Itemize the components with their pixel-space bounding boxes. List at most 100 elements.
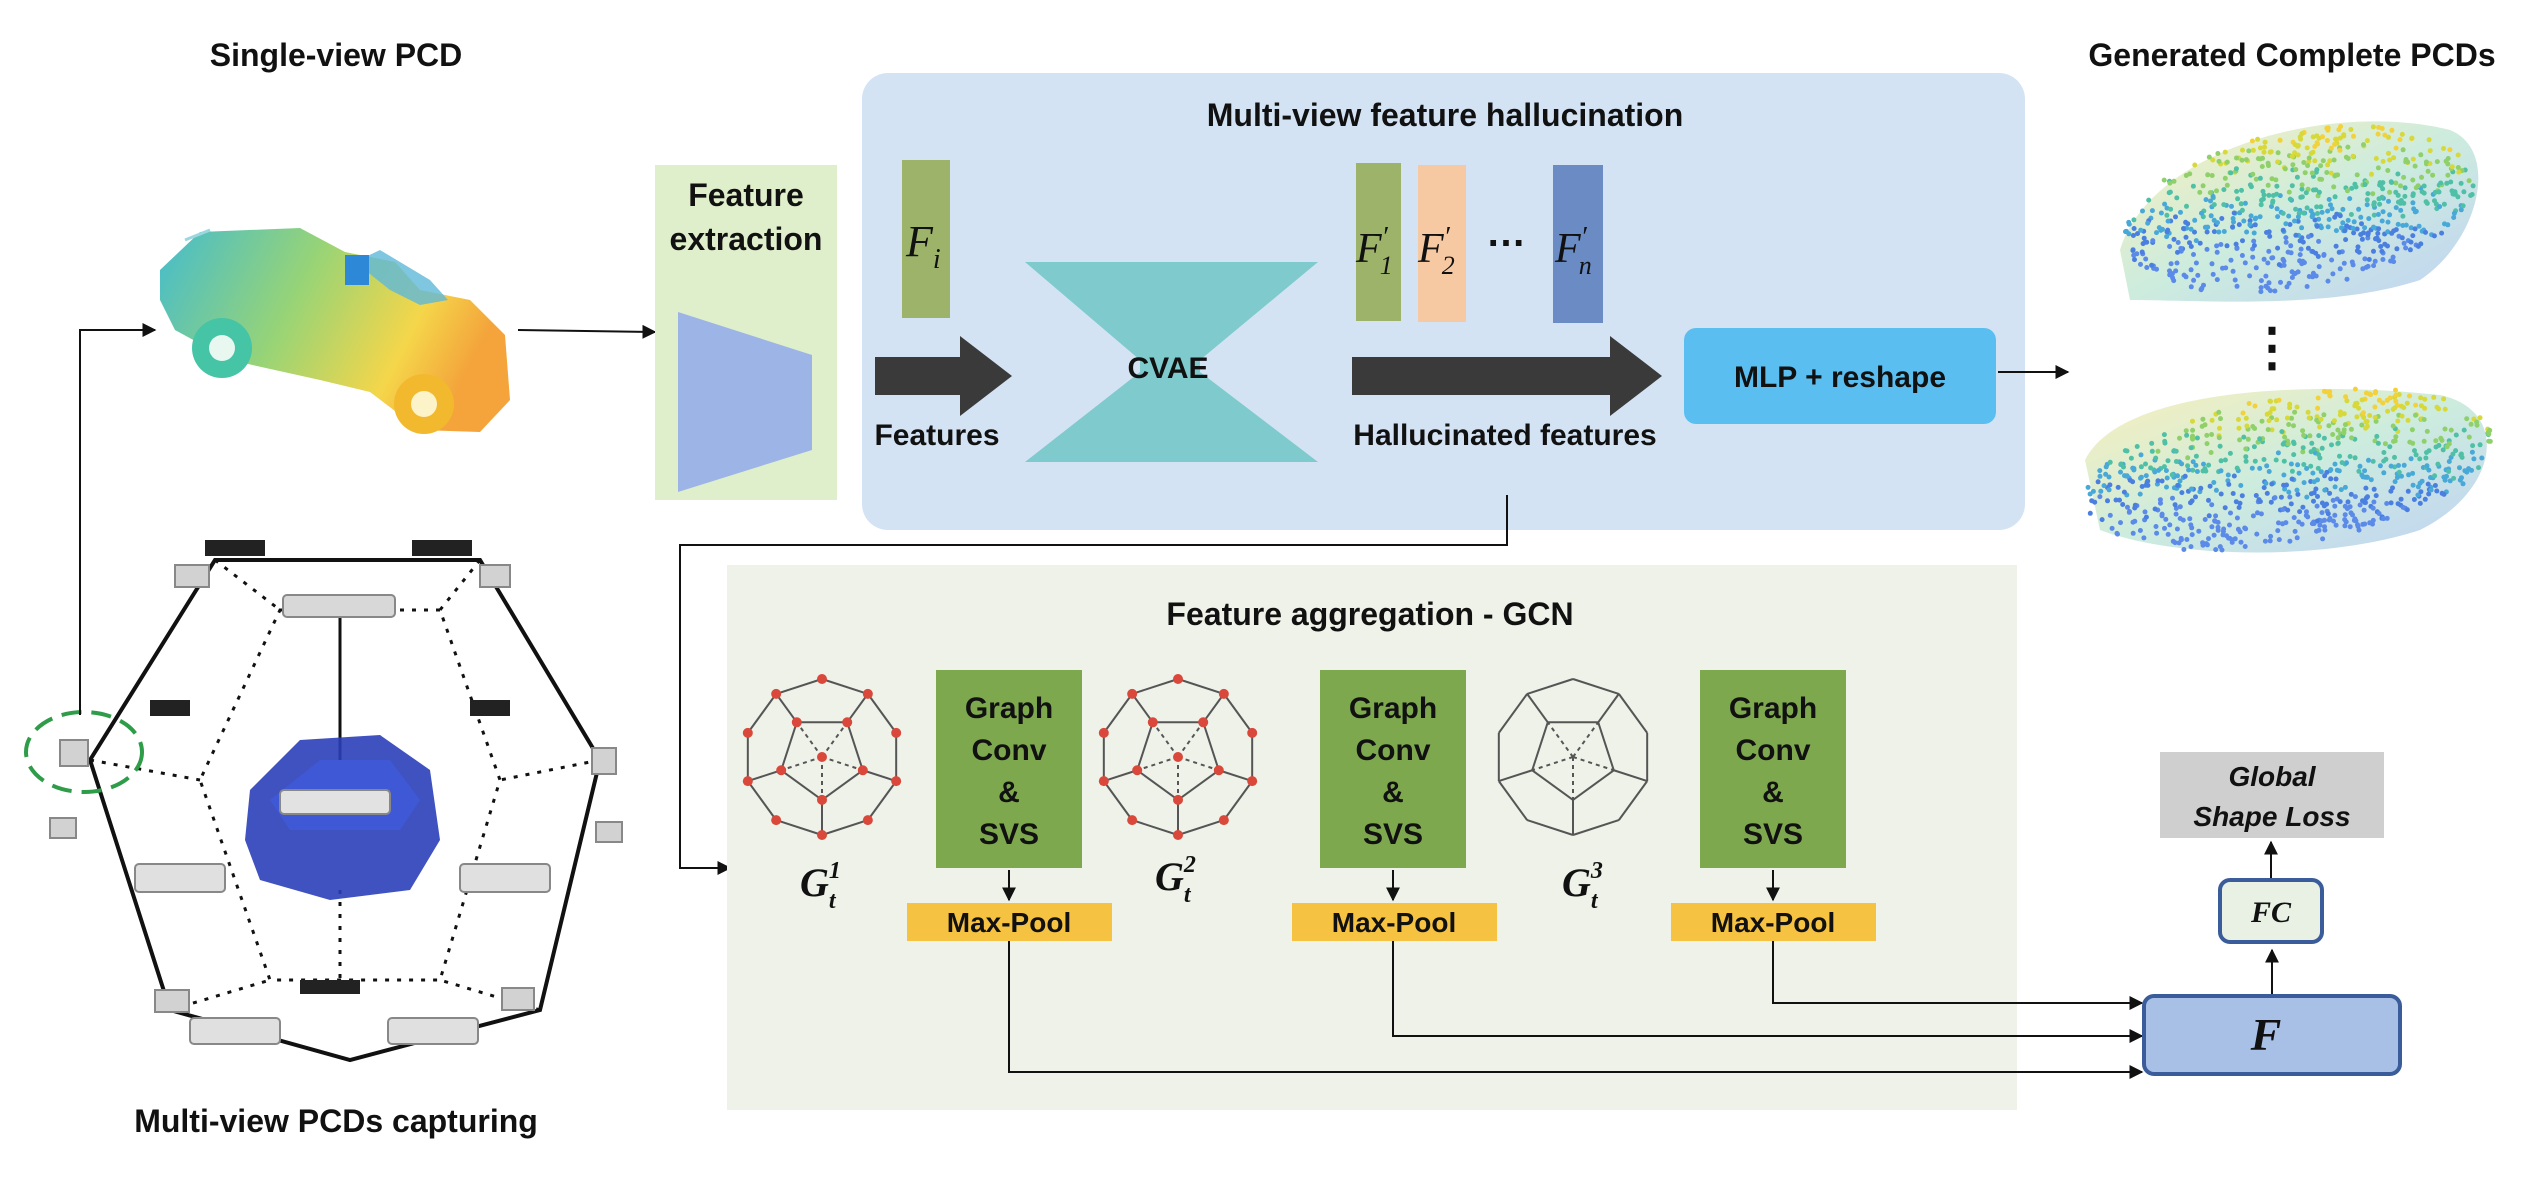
pointcloud-dot: [2342, 422, 2348, 428]
pointcloud-dot: [2421, 438, 2427, 444]
pointcloud-dot: [2340, 206, 2346, 212]
graph-edge: [846, 721, 864, 771]
graph-edge: [1531, 769, 1574, 801]
pointcloud-dot: [2145, 220, 2151, 226]
pointcloud-dot: [2289, 275, 2295, 280]
pointcloud-dot: [2408, 239, 2414, 245]
pointcloud-dot: [2283, 221, 2289, 227]
pointcloud-dot: [2220, 265, 2225, 271]
pointcloud-dot: [2132, 502, 2138, 508]
pointcloud-dot: [2322, 487, 2328, 493]
pointcloud-dot: [2277, 137, 2283, 143]
pointcloud-dot: [2145, 482, 2151, 488]
pointcloud-dot: [2342, 484, 2348, 490]
pointcloud-dot: [2322, 524, 2327, 530]
pointcloud-dot: [2427, 148, 2433, 154]
pointcloud-dot: [2300, 449, 2306, 455]
pointcloud-dot: [2287, 538, 2293, 544]
pointcloud-dot: [2221, 187, 2227, 193]
graph-edge: [1103, 693, 1133, 734]
pointcloud-dot: [2143, 256, 2149, 262]
pointcloud-dot: [2236, 222, 2242, 228]
pointcloud-dot: [2281, 458, 2287, 464]
math-f2: F′2: [1417, 222, 1455, 280]
pointcloud-dot: [2171, 448, 2177, 454]
fc-box: [2218, 878, 2324, 944]
graph-g3: [1497, 678, 1649, 836]
pointcloud-dot: [2300, 504, 2306, 510]
pointcloud-dot: [2464, 416, 2470, 422]
pointcloud-dot: [2190, 183, 2196, 189]
pointcloud-dot: [2364, 474, 2370, 480]
graph-node: [1173, 830, 1183, 840]
graph-g2: [1098, 674, 1258, 840]
pointcloud-dot: [2156, 225, 2162, 231]
pointcloud-dot: [2297, 238, 2303, 244]
pointcloud-dot: [2103, 471, 2109, 477]
svg-text:Conv: Conv: [1736, 734, 1811, 767]
pointcloud-dot: [2469, 449, 2475, 455]
pointcloud-dot: [2325, 511, 2331, 517]
pointcloud-dot: [2316, 452, 2322, 458]
pointcloud-dot: [2218, 458, 2224, 464]
pointcloud-dot: [2262, 139, 2268, 145]
pointcloud-dot: [2264, 463, 2270, 469]
pointcloud-dot: [2306, 234, 2311, 240]
pointcloud-dot: [2261, 149, 2267, 155]
generated-title: Generated Complete PCDs: [2088, 37, 2495, 73]
pointcloud-dot: [2087, 510, 2093, 516]
pointcloud-dot: [2344, 506, 2350, 512]
pointcloud-dot: [2224, 159, 2230, 165]
pointcloud-dot: [2190, 467, 2196, 473]
pointcloud-dot: [2445, 172, 2451, 178]
pointcloud-dot: [2303, 190, 2309, 196]
pointcloud-dot: [2287, 401, 2293, 407]
pointcloud-dot: [2193, 462, 2199, 468]
pointcloud-dot: [2409, 135, 2415, 141]
pointcloud-dot: [2249, 138, 2255, 144]
pointcloud-dot: [2214, 249, 2220, 255]
pointcloud-dot: [2356, 527, 2362, 533]
pointcloud-dot: [2106, 487, 2112, 493]
pointcloud-dot: [2280, 227, 2286, 233]
pointcloud-dot: [2401, 462, 2407, 468]
pointcloud-dot: [2353, 184, 2359, 190]
pointcloud-dot: [2218, 242, 2224, 247]
pointcloud-dot: [2276, 520, 2281, 526]
pointcloud-dot: [2321, 435, 2327, 441]
pointcloud-dot: [2334, 467, 2340, 473]
pointcloud-dot: [2425, 481, 2431, 487]
pointcloud-dot: [2453, 432, 2459, 438]
pointcloud-dot: [2187, 516, 2193, 522]
pointcloud-dot: [2233, 241, 2239, 247]
pointcloud-dot: [2329, 257, 2335, 263]
vertical-ellipsis: ⋮: [2246, 319, 2298, 377]
pointcloud-dot: [2267, 538, 2273, 544]
pointcloud-dot: [2261, 256, 2267, 262]
pointcloud-dot: [2380, 180, 2386, 186]
pointcloud-dot: [2312, 217, 2318, 223]
pointcloud-dot: [2299, 186, 2305, 192]
pointcloud-dot: [2238, 539, 2244, 545]
graph-edge: [1526, 678, 1574, 695]
pointcloud-dot: [2436, 189, 2442, 195]
pointcloud-dot: [2235, 526, 2241, 532]
pointcloud-dot: [2387, 189, 2393, 195]
pointcloud-dot: [2281, 482, 2287, 488]
pointcloud-dot: [2422, 496, 2428, 502]
graph-edge: [1177, 678, 1225, 695]
pointcloud-dot: [2415, 484, 2421, 490]
svg-text:Conv: Conv: [972, 734, 1047, 767]
pointcloud-dot: [2167, 268, 2172, 274]
pointcloud-dot: [2186, 467, 2192, 473]
pointcloud-dot: [2384, 515, 2390, 521]
pointcloud-dot: [2395, 221, 2401, 227]
graph-node: [1173, 794, 1183, 805]
pointcloud-dot: [2188, 226, 2194, 232]
pointcloud-dot: [2347, 196, 2353, 202]
graph-edge: [867, 780, 897, 821]
pointcloud-dot: [2228, 257, 2234, 263]
pointcloud-dot: [2367, 520, 2373, 526]
graph-node: [857, 765, 868, 776]
graph-edge: [747, 693, 777, 734]
